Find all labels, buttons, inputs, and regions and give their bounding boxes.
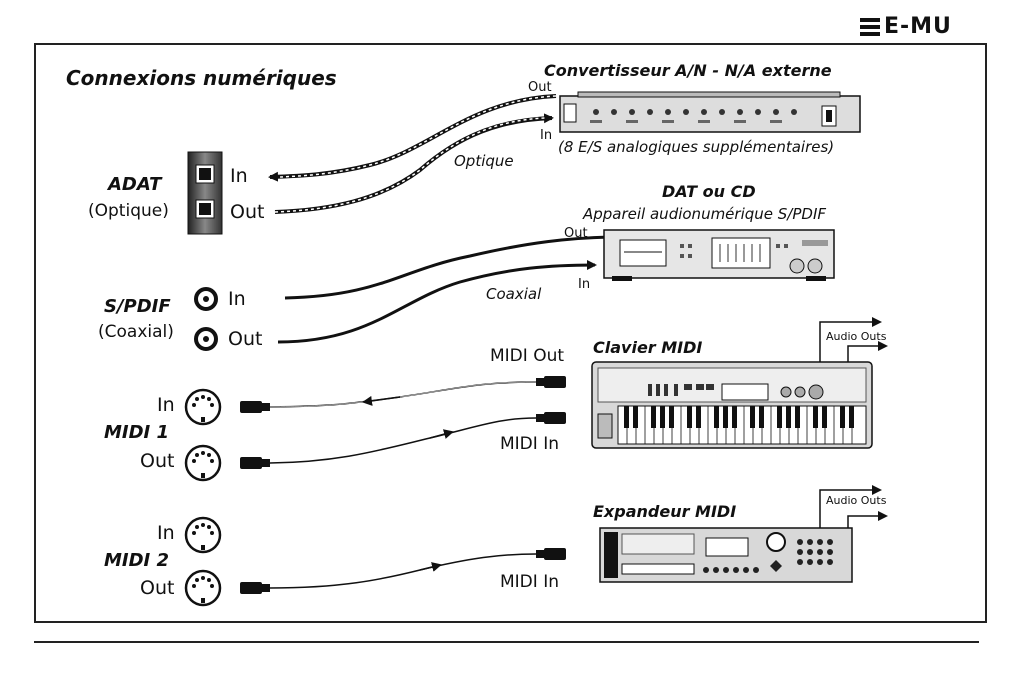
expander-audio-outs-arrows <box>819 485 888 528</box>
logo-text: E-MU <box>884 14 952 39</box>
keyboard-audio-outs-arrows <box>819 317 888 362</box>
midi-expander <box>599 527 853 583</box>
midi-cables <box>269 381 537 589</box>
coaxial-label: Coaxial <box>486 285 542 303</box>
spdif-jacks <box>194 287 218 351</box>
midi2-in-label: In <box>157 522 175 544</box>
spdif-type: (Coaxial) <box>98 322 174 342</box>
dat-title: DAT ou CD <box>662 182 756 201</box>
expander-audio-outs-label: Audio Outs <box>826 494 887 507</box>
converter-rack-unit <box>559 91 861 133</box>
logo-bars-icon <box>860 18 880 36</box>
adat-port-block <box>187 151 223 235</box>
adat-out-label: Out <box>230 201 265 223</box>
diagram-title: Connexions numériques <box>66 66 337 90</box>
expander-title: Expandeur MIDI <box>593 502 737 521</box>
midi2-name: MIDI 2 <box>104 550 170 571</box>
spdif-out-label: Out <box>228 328 263 350</box>
midi2-out-label: Out <box>140 577 175 599</box>
converter-subtitle: (8 E/S analogiques supplémentaires) <box>558 138 835 156</box>
keyboard-title: Clavier MIDI <box>593 338 703 357</box>
keyboard-audio-outs-label: Audio Outs <box>826 330 887 343</box>
spdif-name: S/PDIF <box>104 296 171 317</box>
adat-type: (Optique) <box>88 201 169 221</box>
midi-din-sockets <box>184 388 222 607</box>
adat-name: ADAT <box>108 174 162 195</box>
dat-unit <box>603 229 835 281</box>
diagram-frame <box>34 43 987 623</box>
midi1-out-label: Out <box>140 450 175 472</box>
adat-in-label: In <box>230 165 248 187</box>
midi1-in-label: In <box>157 394 175 416</box>
keyboard-midi-in-label: MIDI In <box>500 434 559 454</box>
footer-rule <box>34 641 979 643</box>
converter-out-label: Out <box>528 80 552 95</box>
dat-out-label: Out <box>564 226 588 241</box>
midi-plugs <box>240 376 566 594</box>
keyboard-midi-out-label: MIDI Out <box>490 346 565 366</box>
optical-cables <box>268 94 557 214</box>
dat-in-label: In <box>578 277 591 292</box>
spdif-in-label: In <box>228 288 246 310</box>
converter-title: Convertisseur A/N - N/A externe <box>544 61 832 80</box>
optical-label: Optique <box>454 152 514 170</box>
dat-subtitle: Appareil audionumérique S/PDIF <box>583 205 826 223</box>
coaxial-cables <box>277 235 611 344</box>
midi-keyboard <box>591 361 873 449</box>
midi1-name: MIDI 1 <box>104 422 170 443</box>
expander-midi-in-label: MIDI In <box>500 572 559 592</box>
converter-in-label: In <box>540 128 553 143</box>
emu-logo: E-MU <box>860 14 980 40</box>
